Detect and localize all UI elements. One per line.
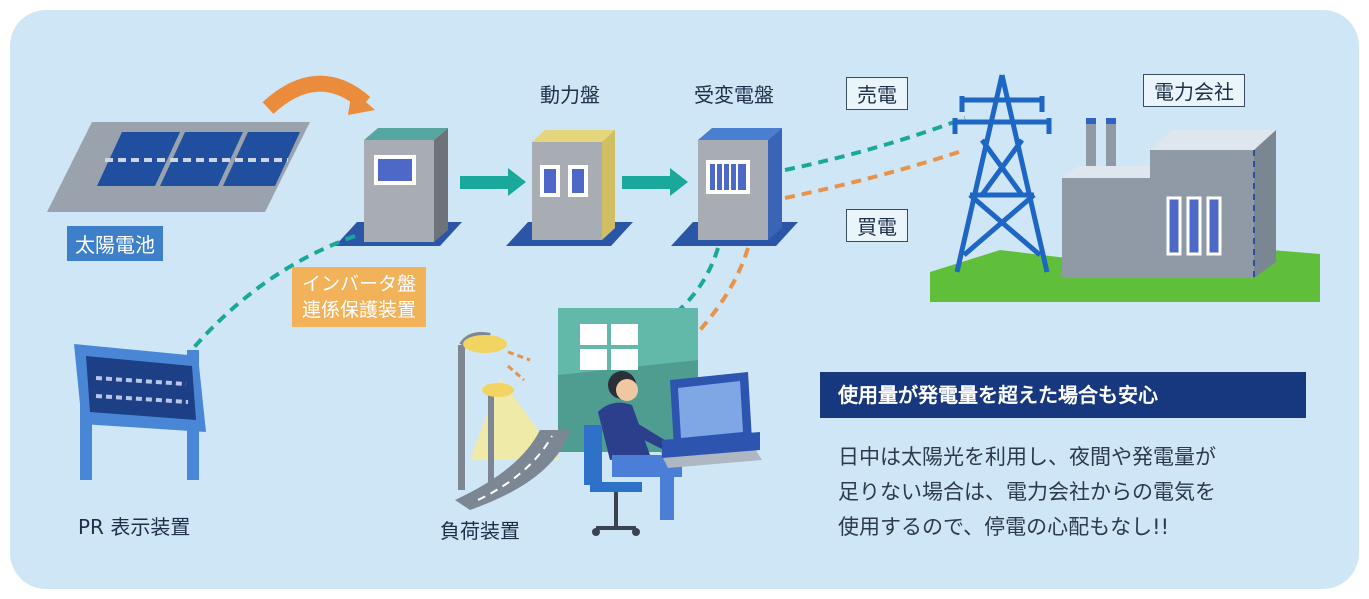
inverter-label-line-1: インバータ盤 [302,273,417,295]
power-company-label: 電力会社 [1143,74,1245,107]
pr-display-label: PR 表示装置 [78,515,191,539]
sell-power-line [784,116,966,172]
sell-power-label: 売電 [846,77,908,110]
buy-power-label: 買電 [846,209,908,242]
substation-cabinet-icon [671,128,798,246]
buy-power-line [784,148,966,200]
power-company-factory-icon [1062,118,1276,278]
flow-arrow-icon [622,168,688,196]
callout-line-1: 日中は太陽光を利用し、夜間や発電量が [838,445,1216,469]
callout-line-3: 使用するので、停電の心配もなし!! [838,515,1169,539]
inverter-cabinet-icon [335,128,462,246]
inverter-label-line-2: 連係保護装置 [302,299,417,321]
supply-line [698,247,750,332]
street-lamp-icon [455,332,570,510]
transmission-tower-icon [952,74,1052,273]
solar-cell-label: 太陽電池 [67,226,163,261]
power-panel-label: 動力盤 [540,83,600,107]
supply-line [670,247,720,318]
inverter-label: インバータ盤 連係保護装置 [292,267,427,327]
person-at-computer-icon [584,371,762,536]
callout-heading: 使用量が発電量を超えた場合も安心 [820,372,1306,418]
solar-panel-icon [47,122,310,212]
flow-arrow-icon [460,168,526,196]
callout-line-2: 足りない場合は、電力会社からの電気を [838,480,1216,504]
load-device-label: 負荷装置 [440,519,520,543]
data-link-line [188,234,356,354]
substation-panel-label: 受変電盤 [694,83,774,107]
pr-display-board-icon [74,344,206,480]
curved-arrow-icon [262,75,375,115]
power-panel-cabinet-icon [506,130,633,246]
callout-body: 日中は太陽光を利用し、夜間や発電量が 足りない場合は、電力会社からの電気を 使用… [838,440,1216,545]
